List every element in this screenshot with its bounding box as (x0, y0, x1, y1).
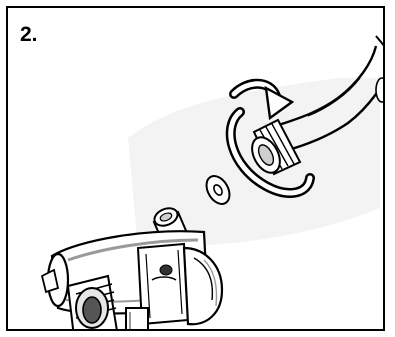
step-number: 2. (20, 23, 38, 46)
arrow-head-icon (264, 85, 295, 121)
rotation-arrow (225, 78, 315, 198)
hose-nut (251, 118, 302, 176)
background-shading (128, 78, 380, 248)
shower-hose (275, 35, 383, 152)
diverter-valve (40, 207, 224, 329)
instruction-panel: 2. (6, 6, 385, 331)
assembly-illustration (40, 35, 383, 329)
washer (205, 175, 231, 205)
